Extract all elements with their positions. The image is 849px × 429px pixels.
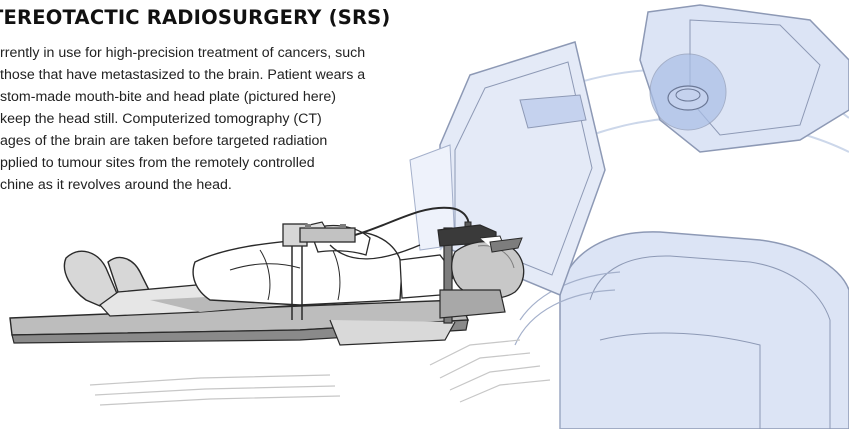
description-line: those that have metastasized to the brai… (0, 64, 365, 86)
upper-machine-head (640, 5, 849, 152)
description-line: keep the head still. Computerized tomogr… (0, 108, 365, 130)
description-line: rrently in use for high-precision treatm… (0, 42, 365, 64)
page-title: TEREOTACTIC RADIOSURGERY (SRS) (0, 6, 391, 29)
description-line: pplied to tumour sites from the remotely… (0, 152, 365, 174)
description-line: chine as it revolves around the head. (0, 174, 365, 196)
table-base-lines (90, 340, 550, 405)
description-line: stom-made mouth-bite and head plate (pic… (0, 86, 365, 108)
description-text: rrently in use for high-precision treatm… (0, 42, 365, 196)
description-line: ages of the brain are taken before targe… (0, 130, 365, 152)
